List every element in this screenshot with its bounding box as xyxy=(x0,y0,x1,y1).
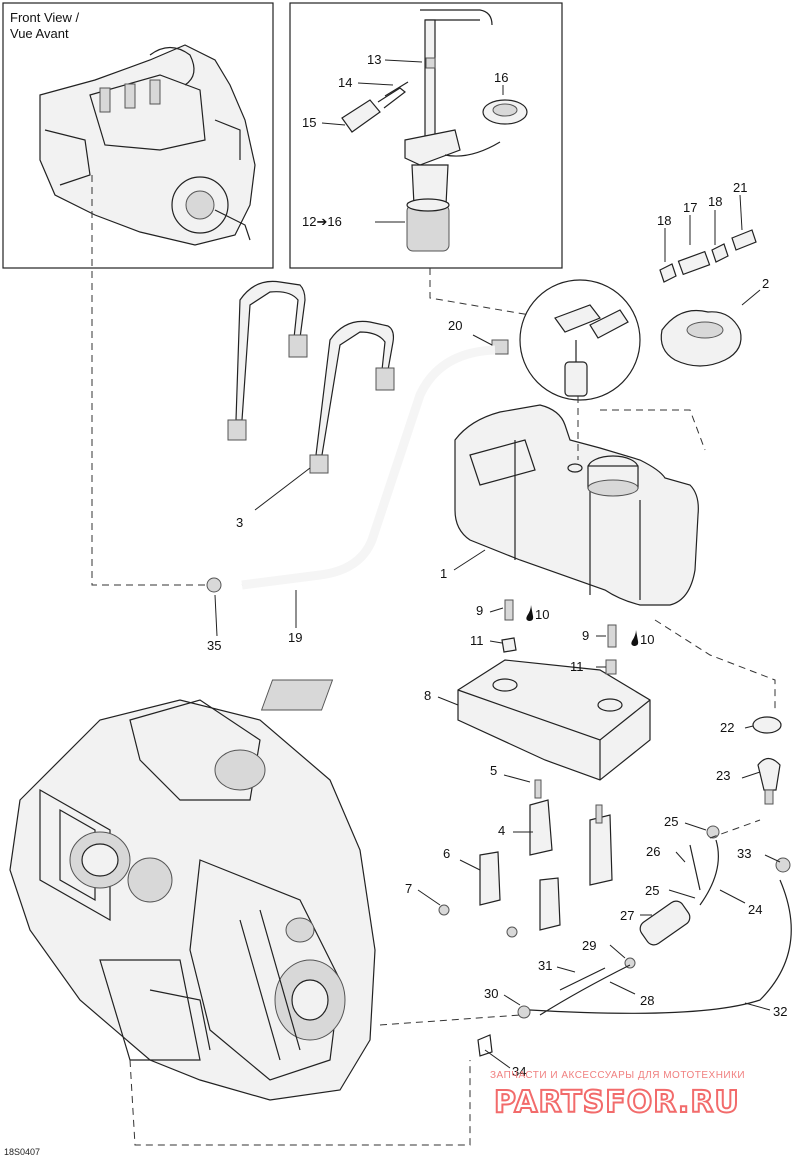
callout-24: 24 xyxy=(748,902,762,917)
drawing-code: 18S0407 xyxy=(4,1147,40,1157)
callout-11b: 11 xyxy=(570,659,584,674)
callout-5: 5 xyxy=(490,763,497,778)
callout-18a: 18 xyxy=(657,213,671,228)
callout-9b: 9 xyxy=(582,628,589,643)
callout-26: 26 xyxy=(646,844,660,859)
callout-7: 7 xyxy=(405,881,412,896)
callout-4: 4 xyxy=(498,823,505,838)
callout-22: 22 xyxy=(720,720,734,735)
valve-parts xyxy=(659,229,757,283)
callout-1: 1 xyxy=(440,566,447,581)
callout-33: 33 xyxy=(737,846,751,861)
thread-locker-drop-icon xyxy=(631,630,639,646)
callout-numbers: 1 2 3 4 5 6 7 8 9 10 9 10 11 11 12➔16 13… xyxy=(207,52,787,1079)
callout-6: 6 xyxy=(443,846,450,861)
callout-10a: 10 xyxy=(535,607,549,622)
front-view-engine xyxy=(39,44,256,246)
callout-2: 2 xyxy=(762,276,769,291)
callout-9a: 9 xyxy=(476,603,483,618)
watermark-tagline: ЗАПЧАСТИ И АКСЕССУАРЫ ДЛЯ МОТОТЕХНИКИ xyxy=(490,1070,745,1081)
sensor-detail xyxy=(341,9,528,252)
callout-15: 15 xyxy=(302,115,316,130)
leader-lines xyxy=(214,59,781,1069)
callout-13: 13 xyxy=(367,52,381,67)
callout-31: 31 xyxy=(538,958,552,973)
fuel-tank xyxy=(454,404,699,606)
tank-support-8 xyxy=(260,659,651,781)
callout-23: 23 xyxy=(716,768,730,783)
front-view-inset-frame xyxy=(2,2,274,269)
callout-18b: 18 xyxy=(708,194,722,209)
callout-34: 34 xyxy=(512,1064,526,1079)
callout-17: 17 xyxy=(683,200,697,215)
thread-locker-drop-icon xyxy=(526,605,534,621)
tank-straps xyxy=(227,280,395,474)
callout-20: 20 xyxy=(448,318,462,333)
callout-32: 32 xyxy=(773,1004,787,1019)
inset-title-line1: Front View / xyxy=(10,10,80,25)
callout-25a: 25 xyxy=(664,814,678,829)
callout-19: 19 xyxy=(288,630,302,645)
brackets xyxy=(438,779,613,938)
callout-29: 29 xyxy=(582,938,596,953)
callout-14: 14 xyxy=(338,75,352,90)
callout-8: 8 xyxy=(424,688,431,703)
callout-28: 28 xyxy=(640,993,654,1008)
sensor-circle-detail xyxy=(519,279,641,401)
callout-27: 27 xyxy=(620,908,634,923)
callout-35: 35 xyxy=(207,638,221,653)
fuel-cap xyxy=(660,309,742,367)
callout-21: 21 xyxy=(733,180,747,195)
callout-3: 3 xyxy=(236,515,243,530)
callout-10b: 10 xyxy=(640,632,654,647)
hose-19 xyxy=(241,345,496,590)
callout-12-16: 12➔16 xyxy=(302,214,342,229)
callout-11a: 11 xyxy=(470,633,484,648)
main-engine xyxy=(9,699,376,1101)
callout-25b: 25 xyxy=(645,883,659,898)
fuel-filter-assembly xyxy=(477,716,792,1057)
watermark-brand: PARTSFOR.RU xyxy=(494,1085,740,1120)
inset-title-line2: Vue Avant xyxy=(10,26,69,41)
clamp-35 xyxy=(206,577,222,593)
sensor-detail-frame xyxy=(289,2,563,269)
callout-16: 16 xyxy=(494,70,508,85)
reference-lines xyxy=(91,175,776,1146)
callout-30: 30 xyxy=(484,986,498,1001)
